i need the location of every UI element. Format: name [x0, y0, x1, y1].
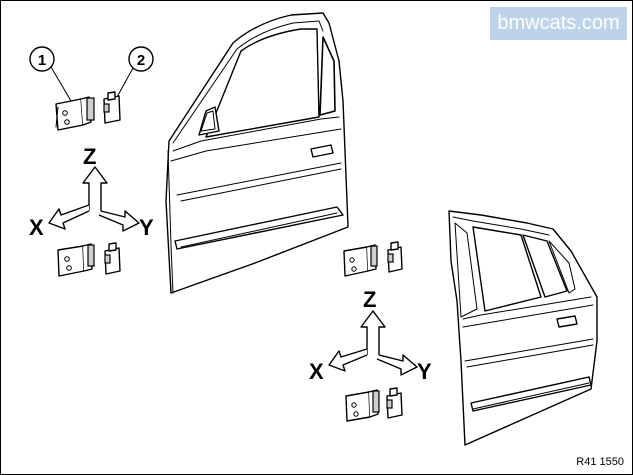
svg-text:2: 2 [137, 52, 145, 69]
front-door-icon [165, 12, 349, 294]
axis-label-y: Y [139, 215, 154, 240]
axis-label-z: Z [363, 287, 376, 312]
reference-number: R41 1550 [576, 456, 624, 468]
hinge-icon [55, 96, 95, 131]
axis-arrows-icon: Z X Y [29, 144, 154, 240]
rear-door-icon [448, 210, 598, 446]
hinge-bracket-icon [103, 91, 121, 124]
axis-label-y: Y [417, 359, 432, 384]
axis-arrows-icon: Z X Y [309, 287, 432, 384]
callout-1: 1 [29, 46, 72, 102]
hinge-icon [345, 389, 380, 422]
hinge-bracket-icon [104, 242, 121, 275]
axis-label-z: Z [83, 144, 96, 169]
svg-text:1: 1 [38, 52, 46, 69]
axis-label-x: X [29, 215, 44, 240]
hinge-bracket-icon [386, 387, 403, 419]
watermark: bmwcats.com [490, 7, 627, 40]
hinge-icon [57, 243, 95, 277]
callout-2: 2 [116, 46, 154, 98]
hinge-bracket-icon [387, 241, 403, 273]
hinge-icon [343, 244, 378, 277]
axis-label-x: X [309, 359, 324, 384]
